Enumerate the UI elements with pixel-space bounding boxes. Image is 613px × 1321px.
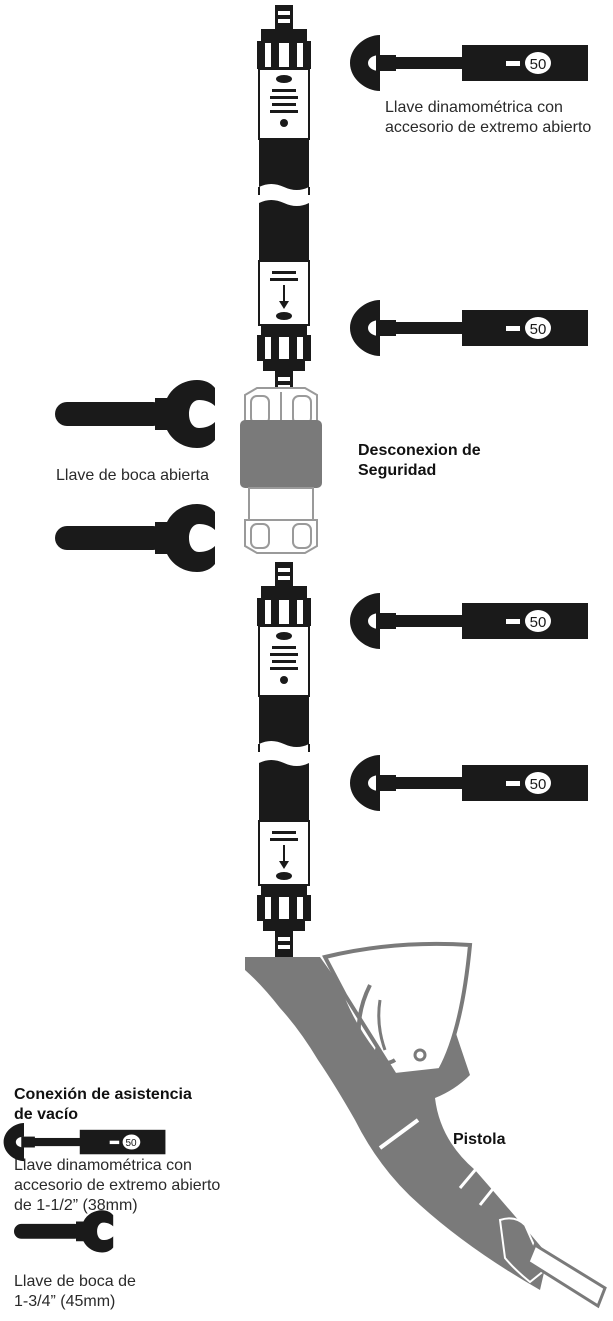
fuel-nozzle-icon [245, 941, 607, 1309]
open-wrench-small-label: Llave de boca de 1-3/4” (45mm) [14, 1273, 136, 1310]
breakaway-label: Desconexion de Seguridad [358, 442, 481, 479]
open-wrench-label: Llave de boca abierta [56, 467, 209, 484]
nozzle-label: Pistola [453, 1131, 506, 1148]
open-end-wrench-icon [55, 504, 215, 572]
torque-value-label: 50 [125, 1138, 137, 1149]
torque-wrench-icon [350, 300, 588, 356]
torque-wrench-icon [350, 35, 588, 91]
torque-value-label: 50 [530, 321, 547, 338]
filter-cartridge-icon [256, 199, 312, 398]
torque-value-label: 50 [530, 56, 547, 73]
open-end-wrench-icon [55, 380, 215, 448]
vacuum-assist-label: Conexión de asistencia de vacío [14, 1086, 192, 1123]
torque-value-label: 50 [530, 776, 547, 793]
torque-wrench-label: Llave dinamométrica con accesorio de ext… [385, 99, 592, 136]
open-end-wrench-icon [14, 1210, 114, 1253]
filter-cartridge-icon [256, 759, 312, 958]
torque-value-label: 50 [530, 614, 547, 631]
torque-wrench-icon [350, 755, 588, 811]
torque-wrench-small-label: Llave dinamométrica con accesorio de ext… [14, 1157, 221, 1214]
filter-cartridge-icon [256, 561, 312, 753]
filter-cartridge-icon [256, 4, 312, 196]
torque-wrench-icon [350, 593, 588, 649]
breakaway-coupling-icon [240, 387, 322, 554]
